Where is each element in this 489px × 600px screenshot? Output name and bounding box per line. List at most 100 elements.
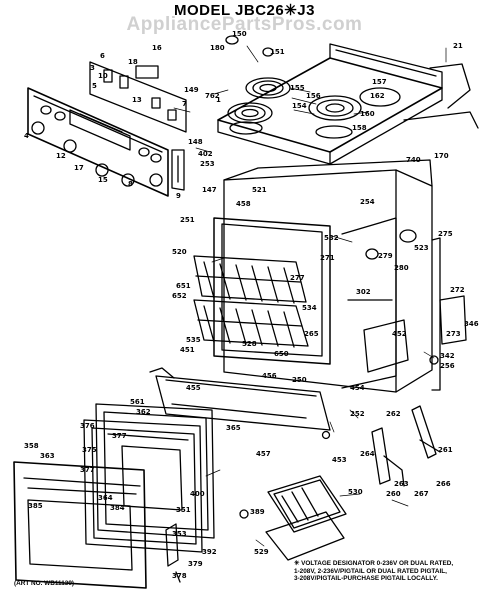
part-label-651: 651 xyxy=(176,282,191,290)
part-label-458: 458 xyxy=(236,200,251,208)
part-label-17: 17 xyxy=(74,164,84,172)
part-label-740: 740 xyxy=(406,156,421,164)
part-label-8: 8 xyxy=(128,180,133,188)
part-label-351: 351 xyxy=(176,506,191,514)
part-label-532: 532 xyxy=(324,234,339,242)
part-label-147: 147 xyxy=(202,186,217,194)
range-body xyxy=(213,159,441,393)
drawer-front xyxy=(149,367,331,431)
part-label-157: 157 xyxy=(372,78,387,86)
part-label-272: 272 xyxy=(450,286,465,294)
part-label-162: 162 xyxy=(370,92,385,100)
control-panel xyxy=(27,61,187,197)
part-label-251: 251 xyxy=(180,216,195,224)
part-label-762: 762 xyxy=(205,92,220,100)
part-label-652: 652 xyxy=(172,292,187,300)
part-label-402: 402 xyxy=(198,150,213,158)
part-label-376: 376 xyxy=(80,422,95,430)
part-label-273: 273 xyxy=(446,330,461,338)
part-label-521: 521 xyxy=(252,186,267,194)
part-label-256: 256 xyxy=(440,362,455,370)
part-label-364: 364 xyxy=(98,494,113,502)
part-label-9: 9 xyxy=(176,192,181,200)
part-label-650: 650 xyxy=(274,350,289,358)
part-label-250: 250 xyxy=(292,376,307,384)
part-label-158: 158 xyxy=(352,124,367,132)
part-label-353: 353 xyxy=(172,530,187,538)
part-label-262: 262 xyxy=(386,410,401,418)
outer-door xyxy=(13,461,147,589)
part-label-392: 392 xyxy=(202,548,217,556)
part-label-385: 385 xyxy=(28,502,43,510)
part-label-254: 254 xyxy=(360,198,375,206)
part-label-252: 252 xyxy=(350,410,365,418)
part-label-400: 400 xyxy=(190,490,205,498)
art-number: (ART NO. WB11139) xyxy=(14,580,75,587)
part-label-5: 5 xyxy=(92,82,97,90)
door-hinges xyxy=(371,405,441,487)
part-label-346: 346 xyxy=(464,320,479,328)
part-label-148: 148 xyxy=(188,138,203,146)
part-label-10: 10 xyxy=(98,72,108,80)
part-label-12: 12 xyxy=(56,152,66,160)
part-label-529: 529 xyxy=(254,548,269,556)
part-label-379: 379 xyxy=(188,560,203,568)
small-parts xyxy=(165,35,467,583)
part-label-377b: 377 xyxy=(80,466,95,474)
broiler-pan xyxy=(265,475,347,561)
voltage-note-line-1: ✳ VOLTAGE DESIGNATOR 0-236V OR DUAL RATE… xyxy=(294,560,454,567)
part-label-160: 160 xyxy=(360,110,375,118)
part-label-365: 365 xyxy=(226,424,241,432)
part-label-170: 170 xyxy=(434,152,449,160)
part-label-154: 154 xyxy=(292,102,307,110)
part-label-455: 455 xyxy=(186,384,201,392)
part-label-277: 277 xyxy=(290,274,305,282)
part-label-362: 362 xyxy=(136,408,151,416)
part-label-263: 263 xyxy=(394,480,409,488)
part-label-21: 21 xyxy=(453,42,463,50)
cooktop xyxy=(217,43,479,165)
part-label-271: 271 xyxy=(320,254,335,262)
part-label-523: 523 xyxy=(414,244,429,252)
part-label-15: 15 xyxy=(98,176,108,184)
part-label-561: 561 xyxy=(130,398,145,406)
part-label-275: 275 xyxy=(438,230,453,238)
part-label-149: 149 xyxy=(184,86,199,94)
voltage-note-line-2: 1-208V, 2-236V/PIGTAIL OR DUAL RATED PIG… xyxy=(294,567,447,575)
part-label-253: 253 xyxy=(200,160,215,168)
part-label-280: 280 xyxy=(394,264,409,272)
part-label-378: 378 xyxy=(172,572,187,580)
part-label-151: 151 xyxy=(270,48,285,56)
part-label-150: 150 xyxy=(232,30,247,38)
part-label-453: 453 xyxy=(332,456,347,464)
part-label-363: 363 xyxy=(40,452,55,460)
part-label-454: 454 xyxy=(350,384,365,392)
part-label-535: 535 xyxy=(186,336,201,344)
part-label-267: 267 xyxy=(414,490,429,498)
part-label-13: 13 xyxy=(132,96,142,104)
part-label-1: 1 xyxy=(216,96,221,104)
part-label-377: 377 xyxy=(112,432,127,440)
part-label-375: 375 xyxy=(82,446,97,454)
part-label-264: 264 xyxy=(360,450,375,458)
part-label-342: 342 xyxy=(440,352,455,360)
part-label-266: 266 xyxy=(436,480,451,488)
part-label-520: 520 xyxy=(172,248,187,256)
part-label-456: 456 xyxy=(262,372,277,380)
part-label-3: 3 xyxy=(90,64,95,72)
part-label-358: 358 xyxy=(24,442,39,450)
part-label-452: 452 xyxy=(392,330,407,338)
part-label-530: 530 xyxy=(348,488,363,496)
part-label-451: 451 xyxy=(180,346,195,354)
part-label-384: 384 xyxy=(110,504,125,512)
part-label-156: 156 xyxy=(306,92,321,100)
part-label-528: 528 xyxy=(242,340,257,348)
part-label-261: 261 xyxy=(438,446,453,454)
part-label-534: 534 xyxy=(302,304,317,312)
oven-door xyxy=(83,403,215,553)
part-label-279: 279 xyxy=(378,252,393,260)
part-label-6: 6 xyxy=(100,52,105,60)
model-title: MODEL JBC26✳J3 xyxy=(173,2,315,19)
